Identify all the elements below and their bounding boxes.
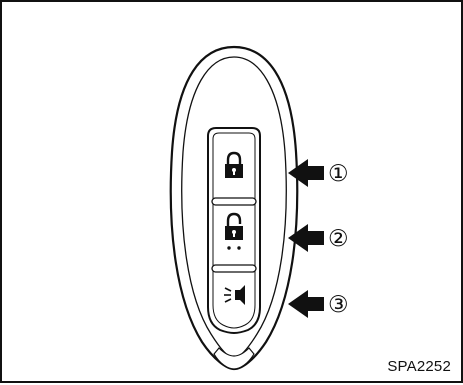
callout-number-1: ① xyxy=(328,161,349,187)
callout-arrow-3 xyxy=(288,290,324,318)
figure-code: SPA2252 xyxy=(387,358,451,375)
callout-number-2: ② xyxy=(328,226,349,252)
callout-number-3: ③ xyxy=(328,292,349,318)
